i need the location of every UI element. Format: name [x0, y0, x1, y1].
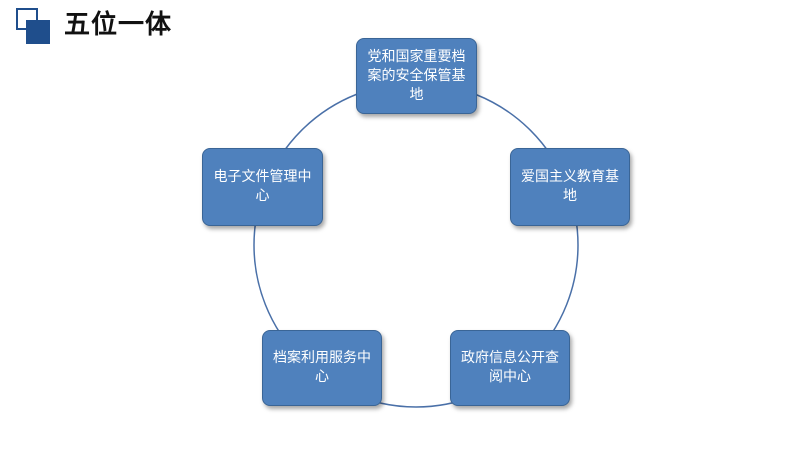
- square-filled-icon: [26, 20, 50, 44]
- node-label: 电子文件管理中心: [213, 169, 312, 204]
- slide-title: 五位一体: [64, 10, 173, 40]
- node-label: 政府信息公开查阅中心: [461, 350, 559, 385]
- node-label: 爱国主义教育基地: [521, 169, 619, 204]
- diagram-node-archive-storage-base: 党和国家重要档案的安全保管基地: [356, 38, 477, 114]
- diagram-node-patriotic-education-base: 爱国主义教育基地: [510, 148, 630, 226]
- diagram-node-e-document-center: 电子文件管理中心: [202, 148, 323, 226]
- node-label: 党和国家重要档案的安全保管基地: [367, 48, 466, 103]
- node-label: 档案利用服务中心: [273, 350, 371, 385]
- diagram-node-archive-service-center: 档案利用服务中心: [262, 330, 382, 406]
- diagram-node-government-info-center: 政府信息公开查阅中心: [450, 330, 570, 406]
- title-square-icon: [16, 8, 56, 48]
